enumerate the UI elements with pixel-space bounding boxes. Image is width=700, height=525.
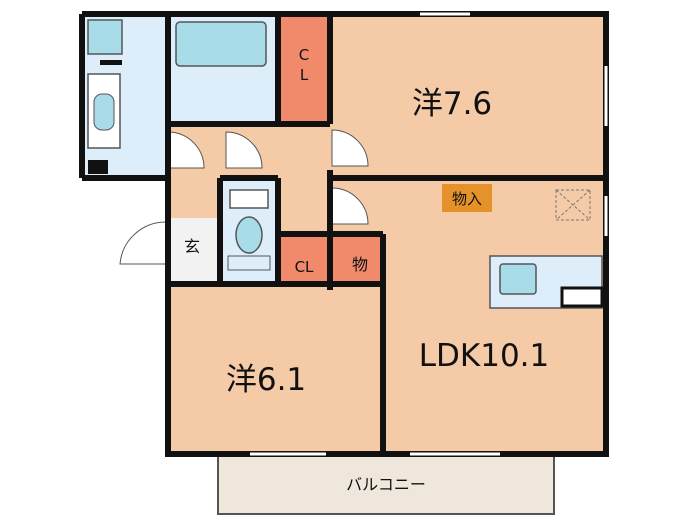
door-swing-hall xyxy=(167,131,205,169)
balcony xyxy=(217,453,555,515)
western-room-a xyxy=(330,14,606,178)
storage-room-fill xyxy=(333,234,383,284)
toilet-bowl xyxy=(235,216,263,254)
western-room-a-label: 洋7.6 xyxy=(412,86,492,122)
door-swing-ldk xyxy=(331,187,369,225)
toilet-counter xyxy=(227,255,271,271)
balcony-label: バルコニー xyxy=(346,475,426,494)
door-swing-toilet xyxy=(225,131,263,169)
fridge-slot xyxy=(560,286,604,308)
pipe-shaft xyxy=(88,160,108,174)
washbasin xyxy=(87,19,123,55)
bath-wall-stub xyxy=(100,60,122,65)
western-room-b-label: 洋6.1 xyxy=(226,362,306,398)
door-swing-room-a xyxy=(331,129,369,167)
storage-a-label: 物 xyxy=(352,255,368,274)
washing-machine-drum xyxy=(93,93,115,131)
closet-b-label: CL xyxy=(295,258,314,276)
storage-b-label: 物入 xyxy=(452,190,482,208)
entrance-label: 玄 xyxy=(184,237,200,256)
closet-lower xyxy=(278,234,330,284)
storage-box xyxy=(442,184,492,212)
kitchen-sink xyxy=(499,263,537,295)
bathtub xyxy=(175,21,267,67)
toilet-tank xyxy=(229,189,269,209)
ldk-label: LDK10.1 xyxy=(419,338,550,374)
door-swing-entrance xyxy=(119,221,167,265)
western-room-b xyxy=(168,284,383,454)
attic-hatch xyxy=(555,189,591,221)
closet-a-label-c: C xyxy=(299,46,309,64)
closet-a-label-l: L xyxy=(300,66,309,84)
entrance xyxy=(168,218,220,284)
closet-upper xyxy=(278,14,330,122)
attic-hatch-x2 xyxy=(555,189,591,221)
